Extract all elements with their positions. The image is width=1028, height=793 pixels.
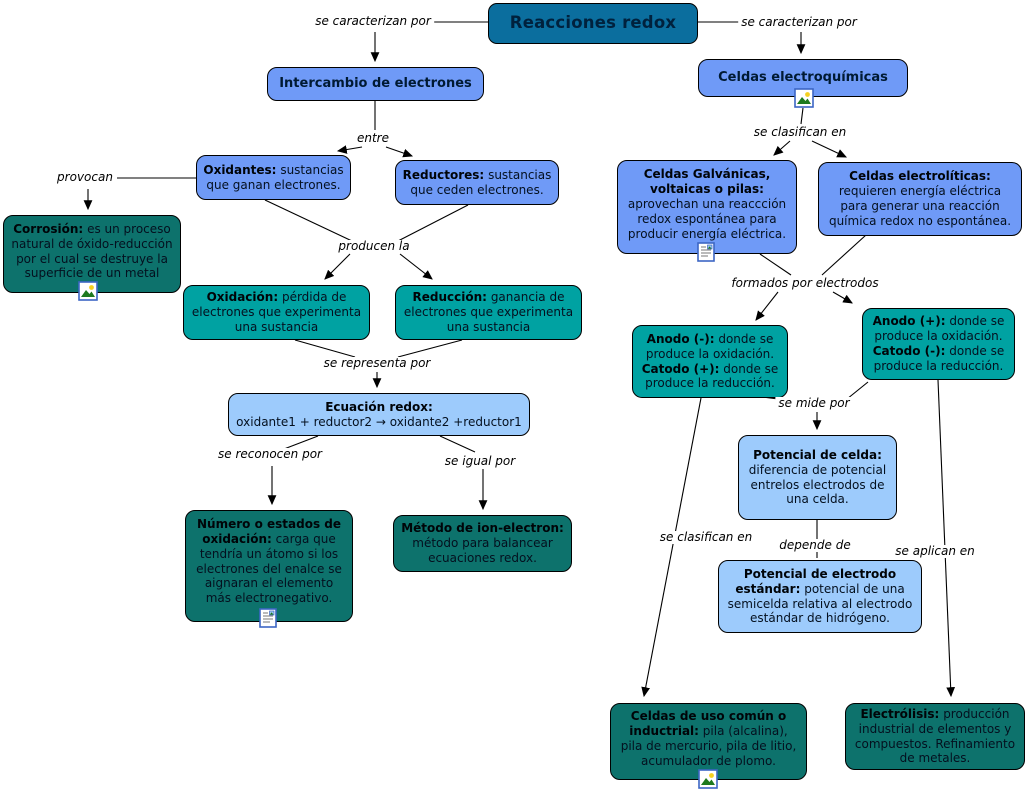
node-text: Número o estados de oxidación: carga que… <box>196 516 342 606</box>
edge-label-se-aplican: se aplican en <box>892 544 978 559</box>
node-anodo-positivo[interactable]: Anodo (+): donde se produce la oxidación… <box>862 308 1015 380</box>
edge-label-se-mide: se mide por <box>775 396 853 411</box>
node-text: Potencial de celda: diferencia de potenc… <box>748 447 887 507</box>
node-text: Intercambio de electrones <box>279 75 472 91</box>
node-oxidantes[interactable]: Oxidantes: sustancias que ganan electron… <box>196 155 351 200</box>
node-reductores[interactable]: Reductores: sustancias que ceden electro… <box>395 160 559 205</box>
node-text: Reducción: ganancia de electrones que ex… <box>403 290 574 334</box>
edge-label-entre: entre <box>353 131 393 146</box>
edge-label-se-igual: se igual por <box>441 454 519 469</box>
node-text: Corrosión: es un proceso natural de óxid… <box>11 221 173 281</box>
edge-label-depende-de: depende de <box>776 538 854 553</box>
edge-label-se-representa: se representa por <box>320 356 434 371</box>
edge-label-se-reconocen: se reconocen por <box>215 447 325 462</box>
node-text: Celdas electroquímicas <box>718 69 888 85</box>
node-intercambio-electrones[interactable]: Intercambio de electrones <box>267 67 484 101</box>
node-reduccion[interactable]: Reducción: ganancia de electrones que ex… <box>395 285 582 340</box>
edge-label-producen-la: producen la <box>335 239 413 254</box>
edge-label-se-clasifican-celdas: se clasifican en <box>750 125 850 140</box>
node-text: Método de ion-electron: método para bala… <box>401 521 564 565</box>
node-text: Anodo (+): donde se produce la oxidación… <box>872 314 1005 373</box>
node-ecuacion-redox[interactable]: Ecuación redox: oxidante1 + reductor2 → … <box>228 393 530 436</box>
document-icon[interactable] <box>696 242 716 262</box>
node-text: Celdas Galvánicas, voltaicas o pilas: ap… <box>627 167 787 241</box>
node-celdas-electroliticas[interactable]: Celdas electrolíticas: requieren energía… <box>818 162 1022 236</box>
node-numero-estados-oxidacion[interactable]: Número o estados de oxidación: carga que… <box>185 510 353 622</box>
document-icon[interactable] <box>258 608 278 628</box>
node-anodo-negativo[interactable]: Anodo (-): donde se produce la oxidación… <box>632 325 788 398</box>
node-text: Potencial de electrodo estándar: potenci… <box>727 566 913 626</box>
edge-label-formados-electrodos: formados por electrodos <box>728 276 882 291</box>
node-celdas-uso-comun[interactable]: Celdas de uso común o inductrial: pila (… <box>610 703 807 780</box>
node-text: Oxidación: pérdida de electrones que exp… <box>191 290 362 334</box>
node-celdas-galvanicas[interactable]: Celdas Galvánicas, voltaicas o pilas: ap… <box>617 160 797 254</box>
node-electrolisis[interactable]: Electrólisis: producción industrial de e… <box>845 703 1025 770</box>
node-title-text: Reacciones redox <box>509 13 677 33</box>
edge-label-caracterizan-der: se caracterizan por <box>738 15 860 30</box>
node-text: Oxidantes: sustancias que ganan electron… <box>203 162 344 192</box>
node-text: Anodo (-): donde se produce la oxidación… <box>641 331 779 391</box>
node-potencial-celda[interactable]: Potencial de celda: diferencia de potenc… <box>738 435 897 520</box>
edge-label-se-clasifican-pilas: se clasifican en <box>656 530 756 545</box>
node-text: Reductores: sustancias que ceden electro… <box>402 167 552 197</box>
node-reacciones-redox[interactable]: Reacciones redox <box>488 3 698 44</box>
image-icon[interactable] <box>78 281 98 301</box>
node-potencial-electrodo-estandar[interactable]: Potencial de electrodo estándar: potenci… <box>718 560 922 633</box>
node-text: Ecuación redox: oxidante1 + reductor2 → … <box>236 399 522 429</box>
node-metodo-ion-electron[interactable]: Método de ion-electron: método para bala… <box>393 515 572 572</box>
node-text: Celdas electrolíticas: requieren energía… <box>828 169 1012 228</box>
node-oxidacion[interactable]: Oxidación: pérdida de electrones que exp… <box>183 285 370 340</box>
edge-label-provocan: provocan <box>54 170 116 185</box>
image-icon[interactable] <box>794 88 814 108</box>
node-text: Electrólisis: producción industrial de e… <box>854 706 1016 766</box>
node-text: Celdas de uso común o inductrial: pila (… <box>620 709 797 768</box>
image-icon[interactable] <box>698 769 718 789</box>
node-corrosion[interactable]: Corrosión: es un proceso natural de óxid… <box>3 215 181 293</box>
edge-label-caracterizan-izq: se caracterizan por <box>312 14 434 29</box>
